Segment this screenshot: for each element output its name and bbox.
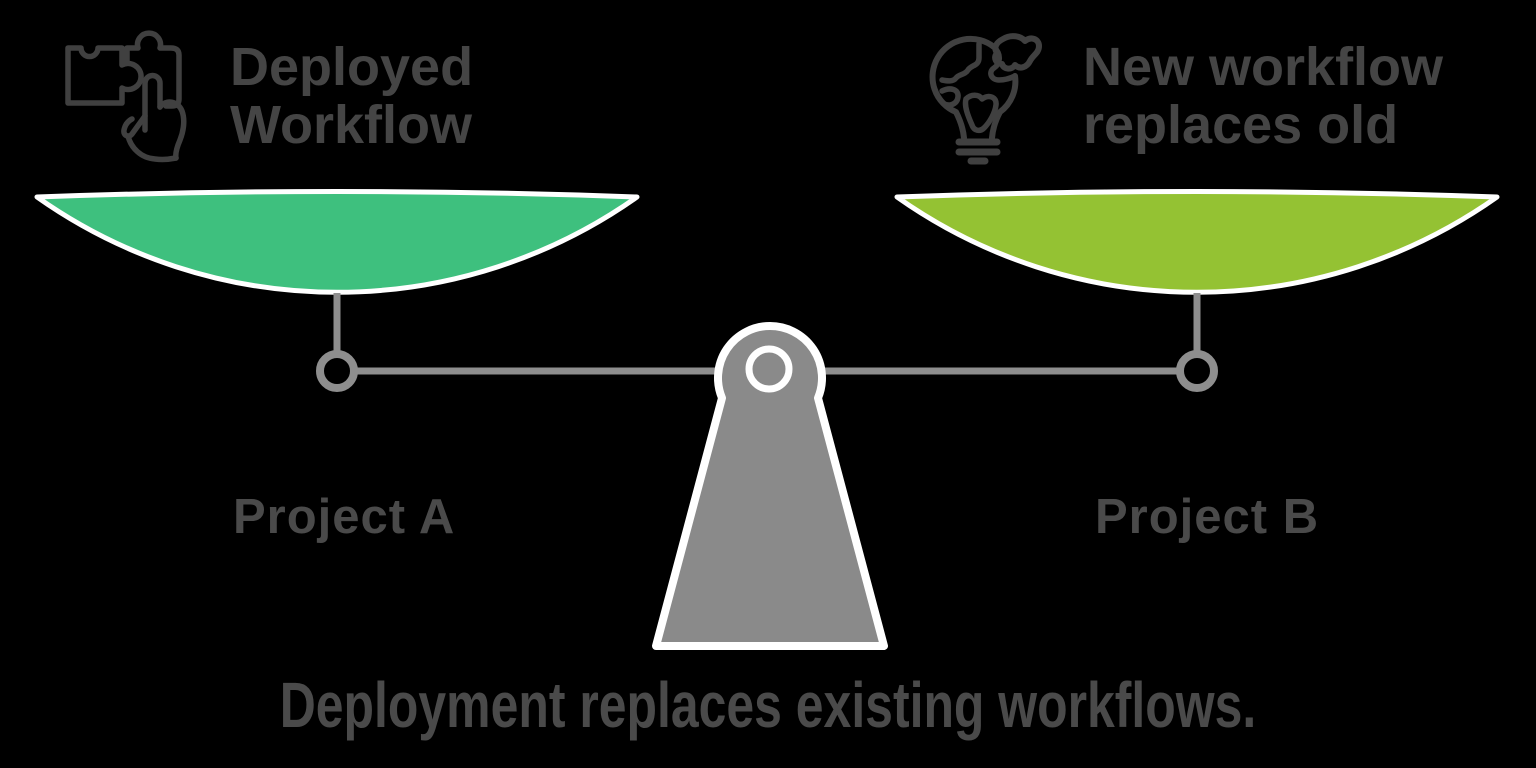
left-heading: Deployed Workflow (230, 38, 473, 154)
continent-bottom-chunk (962, 92, 999, 134)
fulcrum (652, 322, 888, 650)
puzzle-piece-hand-icon (65, 30, 187, 163)
bulb-outline-right (989, 73, 1019, 141)
right-heading-line2: replaces old (1083, 95, 1399, 155)
left-hanger-ring (316, 350, 358, 392)
right-hanger-ring (1176, 350, 1218, 392)
breakaway-continent (992, 33, 1042, 72)
lightbulb-globe-icon (929, 33, 1042, 165)
continent-left-chunk (939, 86, 961, 108)
right-heading-line1: New workflow (1083, 37, 1444, 97)
continent-border-top (939, 41, 982, 84)
pivot-ring (745, 345, 793, 393)
hand-knuckles (157, 99, 187, 161)
left-pan-label: Project A (233, 490, 456, 544)
right-pan-label: Project B (1095, 490, 1320, 544)
right-heading: New workflow replaces old (1083, 38, 1443, 154)
left-pan (34, 189, 640, 295)
left-heading-line1: Deployed (230, 37, 474, 97)
hand-finger (142, 72, 163, 133)
caption: Deployment replaces existing workflows. (279, 669, 1257, 741)
bulb-outline-left (929, 35, 997, 141)
torn-edge (988, 44, 1018, 83)
hand-wrist (125, 133, 179, 163)
left-heading-line2: Workflow (230, 95, 472, 155)
right-pan (894, 189, 1500, 295)
